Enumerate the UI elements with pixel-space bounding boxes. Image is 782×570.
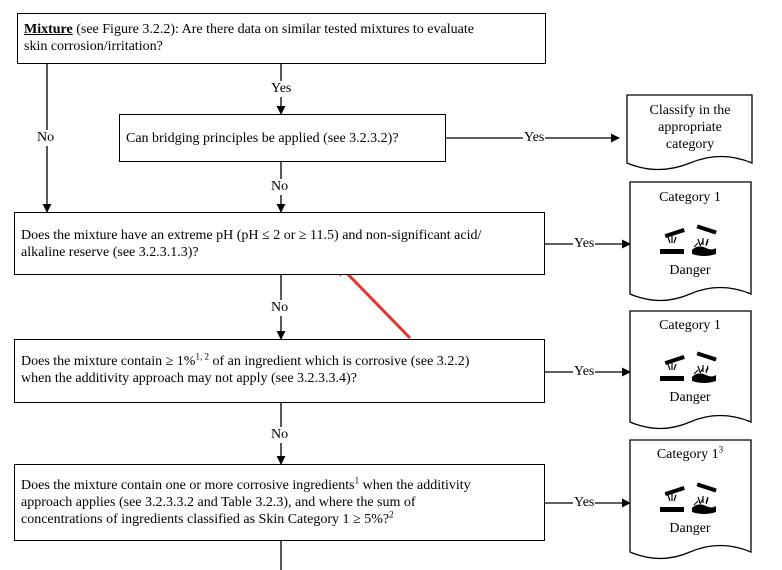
outcome-classify: Classify in the appropriate category	[630, 102, 750, 153]
outcome-cat1-a-danger: Danger	[669, 263, 711, 278]
classify-line3: category	[665, 137, 715, 152]
label-no-2: No	[270, 179, 290, 195]
box4-line1-a: Does the mixture contain ≥ 1%	[21, 354, 196, 369]
outcome-cat1-b-danger: Danger	[669, 390, 711, 405]
label-yes-bridging: Yes	[523, 130, 546, 146]
outcome-classify-shape	[626, 94, 753, 171]
decision-box-corrosive-ingredient: Does the mixture contain ≥ 1%1, 2 of an …	[14, 339, 545, 403]
cat1-c-footnote-ref: 3	[718, 444, 724, 455]
label-no-left: No	[36, 130, 56, 146]
outcome-cat1-b-title: Category 1	[659, 318, 721, 333]
box5-footnote-ref-1: 1	[354, 475, 360, 486]
label-yes-1: Yes	[270, 81, 293, 97]
decision-box-bridging: Can bridging principles be applied (see …	[119, 114, 446, 162]
outcome-cat1-a-title: Category 1	[659, 190, 721, 205]
label-no-3: No	[270, 300, 290, 316]
decision-box-mixture-data: Mixture (see Figure 3.2.2): Are there da…	[17, 13, 546, 64]
label-yes-additivity: Yes	[573, 495, 596, 511]
box3-line1: Does the mixture have an extreme pH (pH …	[21, 228, 482, 243]
classify-line2: appropriate	[658, 120, 722, 135]
outcome-cat1-c-shape	[629, 439, 752, 560]
box5-line1-b: when the additivity	[359, 478, 471, 493]
box1-line1: (see Figure 3.2.2): Are there data on si…	[72, 22, 474, 37]
mixture-heading: Mixture	[24, 22, 73, 37]
label-no-4: No	[270, 427, 290, 443]
decision-box-additivity: Does the mixture contain one or more cor…	[14, 464, 545, 541]
cat1-c-text: Category 1	[656, 447, 719, 462]
box5-line2: approach applies (see 3.2.3.3.2 and Tabl…	[21, 495, 416, 510]
box5-line1-a: Does the mixture contain one or more cor…	[21, 478, 355, 493]
label-yes-ph: Yes	[573, 236, 596, 252]
decision-box-extreme-ph: Does the mixture have an extreme pH (pH …	[14, 212, 545, 275]
box5-footnote-ref-2: 2	[389, 509, 394, 520]
label-yes-corrosive: Yes	[573, 364, 596, 380]
box4-line1-b: of an ingredient which is corrosive (see…	[208, 354, 470, 369]
box1-line2: skin corrosion/irritation?	[24, 39, 163, 54]
box4-footnote-ref: 1, 2	[195, 351, 209, 362]
outcome-cat1-c-title: Category 13	[630, 444, 750, 463]
outcome-cat1-a-shape	[629, 181, 752, 302]
box3-line2: alkaline reserve (see 3.2.3.1.3)?	[21, 245, 199, 260]
box2-text: Can bridging principles be applied (see …	[126, 131, 399, 146]
outcome-cat1-b-shape	[629, 310, 752, 430]
outcome-cat1-c-danger: Danger	[669, 521, 711, 536]
classify-line1: Classify in the	[649, 103, 731, 118]
box4-line2: when the additivity approach may not app…	[21, 371, 357, 386]
box5-line3-a: concentrations of ingredients classified…	[21, 512, 390, 527]
